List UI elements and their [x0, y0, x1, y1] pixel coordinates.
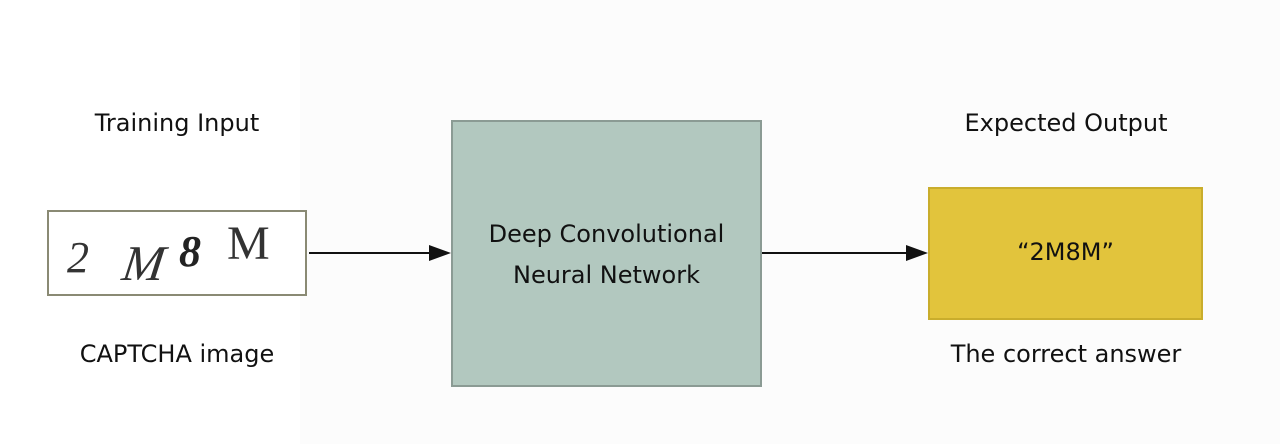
neural-network-label-line1: Deep Convolutional [488, 220, 725, 248]
neural-network-box: Deep Convolutional Neural Network [451, 120, 762, 387]
output-value: “2M8M” [1017, 238, 1114, 266]
captcha-char: 2 [67, 233, 89, 282]
captcha-char: 8 [179, 227, 201, 276]
captcha-caption: CAPTCHA image [79, 340, 275, 368]
right-arrow-icon [762, 245, 928, 261]
training-input-heading: Training Input [94, 109, 260, 137]
neural-network-label-line2: Neural Network [512, 261, 700, 289]
output-caption: The correct answer [950, 340, 1182, 368]
captcha-image: 2 M 8 M [47, 210, 307, 296]
right-arrow-icon [309, 245, 451, 261]
captcha-text: 2 M 8 M [61, 214, 301, 294]
neural-network-label: Deep Convolutional Neural Network [453, 214, 760, 296]
captcha-char: M [227, 217, 270, 270]
output-box: “2M8M” [928, 187, 1203, 320]
captcha-char: M [119, 235, 169, 291]
expected-output-heading: Expected Output [964, 109, 1168, 137]
